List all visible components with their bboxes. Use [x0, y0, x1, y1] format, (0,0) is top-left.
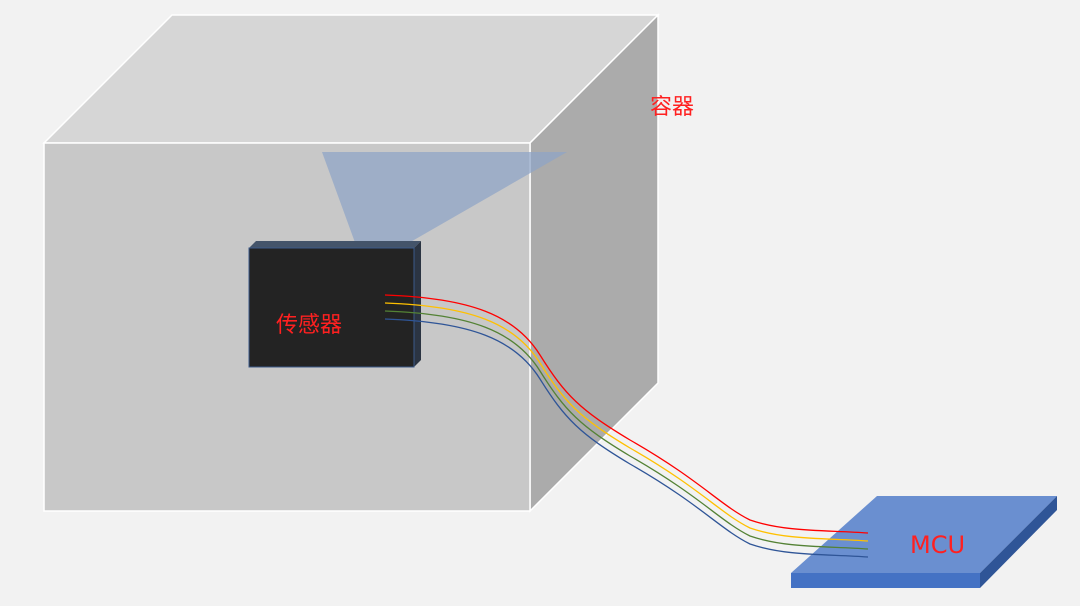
wire-yellow — [384, 302, 869, 542]
mcu-front-face — [791, 573, 980, 588]
sensing-beam — [322, 152, 567, 248]
sensor-top-face — [249, 241, 421, 248]
wire-green — [384, 310, 869, 550]
mcu-top-face — [791, 496, 1057, 573]
sensor-side-face — [414, 241, 421, 367]
sensor-front-face — [248, 247, 415, 368]
container-box — [42, 13, 660, 513]
wire-bundle — [384, 294, 869, 558]
mcu-board — [791, 496, 1057, 588]
mcu-label: MCU — [910, 531, 965, 559]
wire-blue — [384, 318, 869, 558]
sensor-label: 传感器 — [276, 313, 342, 338]
mcu-side-face — [980, 496, 1057, 588]
wire-red — [384, 294, 869, 534]
sensor-block — [248, 241, 421, 368]
container-label: 容器 — [650, 95, 694, 120]
